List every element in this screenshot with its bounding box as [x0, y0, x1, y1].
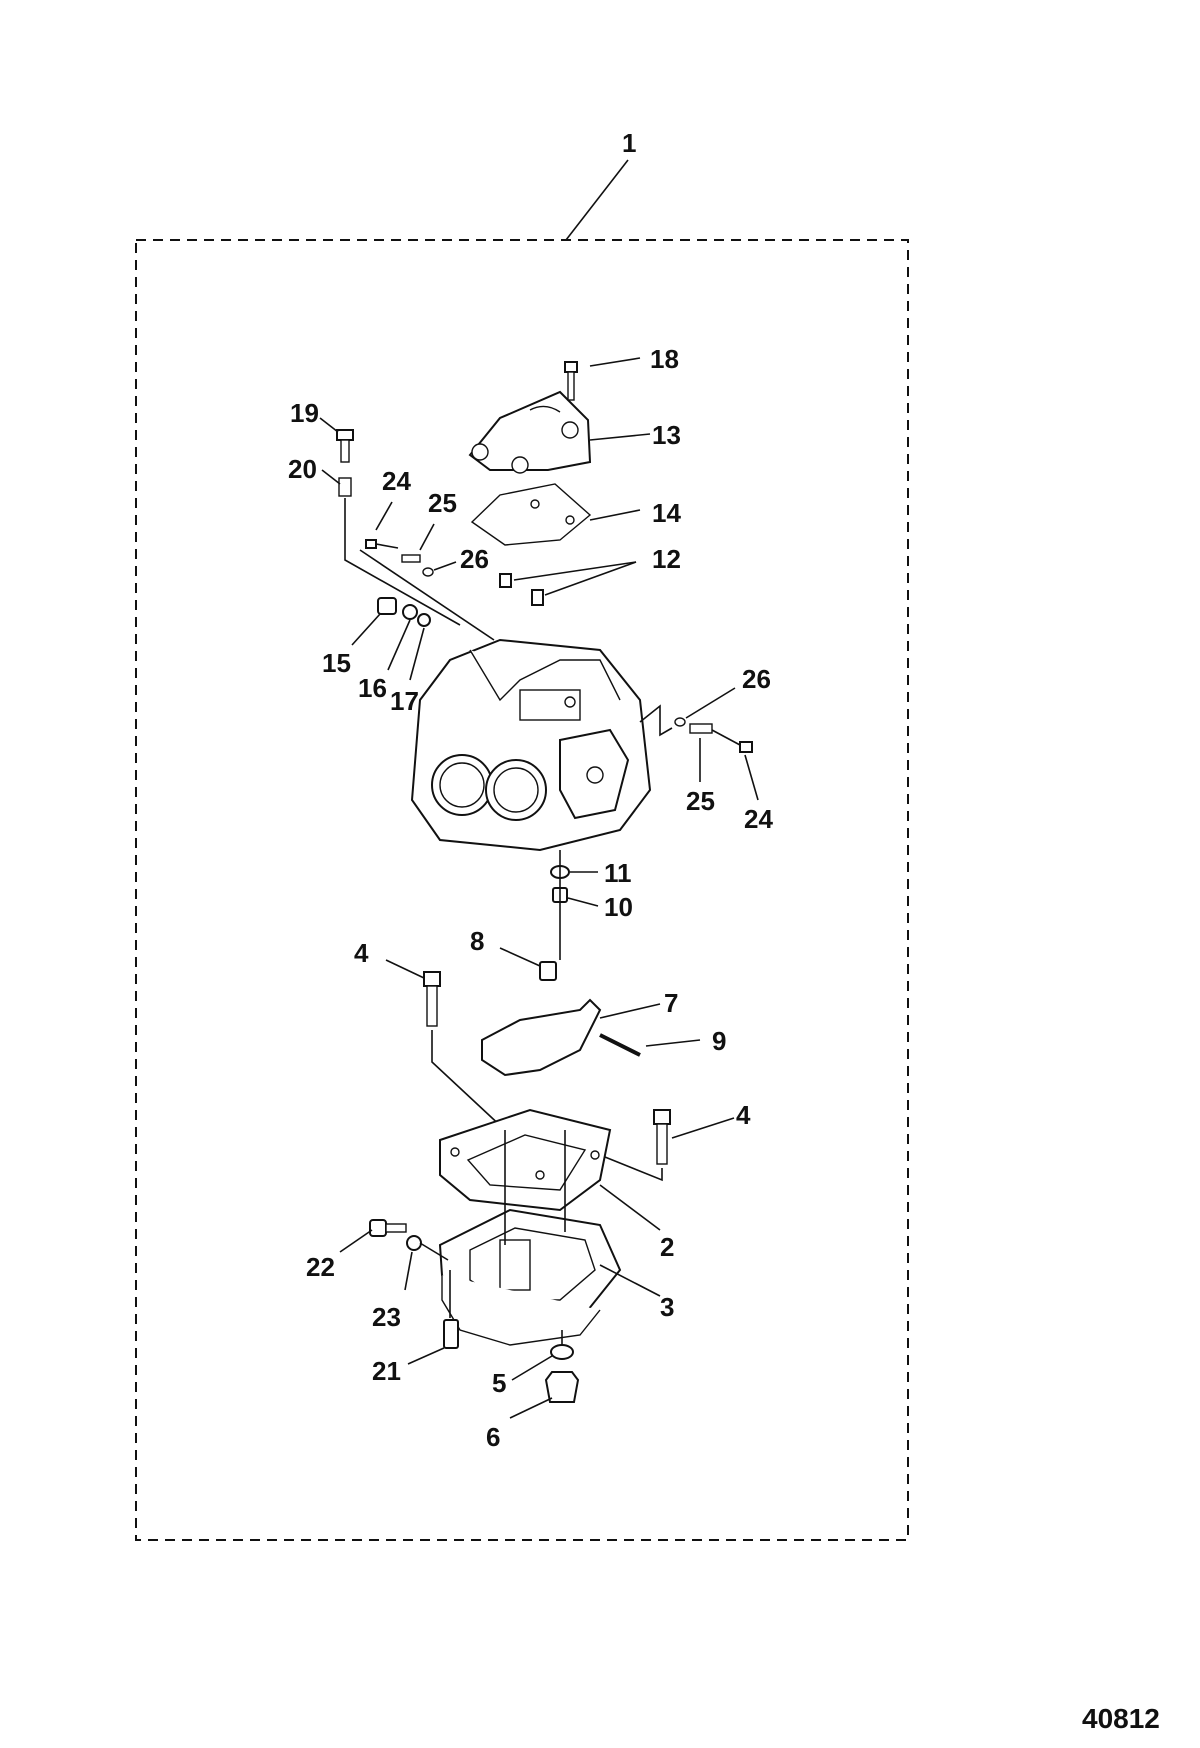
callout-24-right: 24 [744, 804, 773, 834]
oring-26-left [422, 567, 434, 577]
callout-8: 8 [470, 926, 484, 956]
callout-23: 23 [372, 1302, 401, 1332]
callout-15: 15 [322, 648, 351, 678]
float-bowl-3 [438, 1208, 622, 1346]
callout-4-left: 4 [354, 938, 369, 968]
callout-9: 9 [712, 1026, 726, 1056]
screw-21 [443, 1319, 459, 1349]
callout-21: 21 [372, 1356, 401, 1386]
jet-12a [499, 573, 512, 588]
spring-25-right [689, 723, 713, 734]
pin-9 [599, 1033, 641, 1057]
callout-12: 12 [652, 544, 681, 574]
pilot-screw-24-left [365, 539, 399, 549]
callout-17: 17 [390, 686, 419, 716]
callout-26-left: 26 [460, 544, 489, 574]
gasket-14 [470, 483, 592, 546]
washer-5 [550, 1344, 574, 1360]
washer-17 [417, 613, 431, 627]
cover-plate [468, 390, 592, 474]
callout-1: 1 [622, 128, 636, 158]
screw-22 [369, 1219, 407, 1237]
screw-19 [336, 429, 354, 463]
drain-screw-8 [539, 961, 557, 981]
callout-20: 20 [288, 454, 317, 484]
callout-25-left: 25 [428, 488, 457, 518]
figure-number: 40812 [1082, 1703, 1160, 1734]
gasket-2 [439, 1108, 612, 1212]
screw-18 [564, 361, 578, 401]
callout-2: 2 [660, 1232, 674, 1262]
fitting-15 [377, 597, 397, 615]
spring-20 [338, 477, 352, 497]
carburetor-body [410, 638, 652, 852]
washer-23 [406, 1235, 422, 1251]
callout-18: 18 [650, 344, 679, 374]
callout-6: 6 [486, 1422, 500, 1452]
callout-11: 11 [604, 858, 632, 888]
stud-4-right [653, 1109, 671, 1165]
drain-plug-6 [544, 1371, 580, 1403]
callout-3: 3 [660, 1292, 674, 1322]
callout-22: 22 [306, 1252, 335, 1282]
oring-26-right [674, 717, 686, 727]
callout-25-right: 25 [686, 786, 715, 816]
callout-13: 13 [652, 420, 681, 450]
callout-10: 10 [604, 892, 633, 922]
pilot-screw-24-right [711, 729, 753, 753]
callout-5: 5 [492, 1368, 506, 1398]
callout-7: 7 [664, 988, 678, 1018]
jet-12b [531, 589, 544, 606]
callout-16: 16 [358, 673, 387, 703]
callout-24-left: 24 [382, 466, 411, 496]
washer-16 [402, 604, 418, 620]
callout-4-right: 4 [736, 1100, 751, 1130]
spring-25-left [401, 554, 421, 563]
float-7 [481, 998, 602, 1077]
callout-19: 19 [290, 398, 319, 428]
callout-14: 14 [652, 498, 681, 528]
callout-26-right: 26 [742, 664, 771, 694]
stud-4-left [423, 971, 441, 1027]
assembly-boundary [135, 239, 909, 1541]
